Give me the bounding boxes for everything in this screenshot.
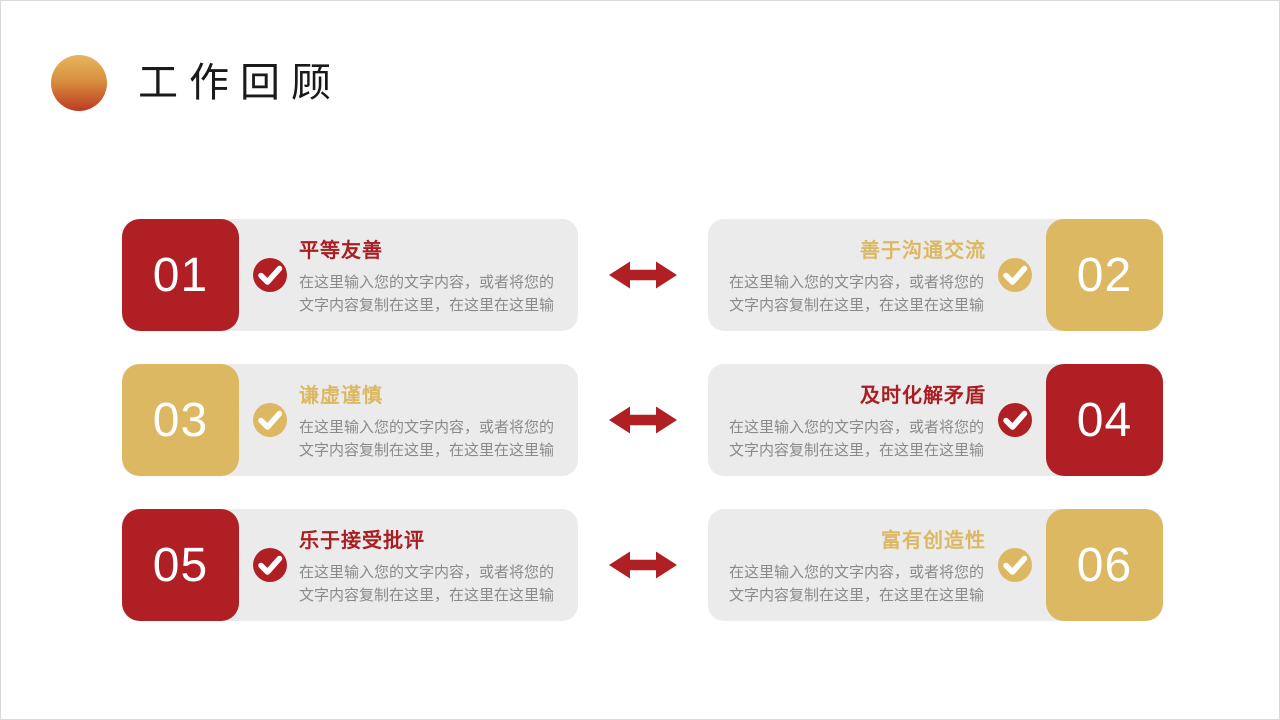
slide-header: 工作回顾 bbox=[51, 55, 342, 111]
double-arrow-icon bbox=[609, 406, 677, 434]
card-title: 平等友善 bbox=[299, 239, 383, 262]
card-content: 谦虚谨慎 在这里输入您的文字内容，或者将您的文字内容复制在这里，在这里在这里输 bbox=[299, 379, 578, 462]
card-number-badge: 01 bbox=[122, 219, 239, 331]
card-body: 在这里输入您的文字内容，或者将您的文字内容复制在这里，在这里在这里输 bbox=[299, 418, 555, 459]
card-content: 富有创造性 在这里输入您的文字内容，或者将您的文字内容复制在这里，在这里在这里输 bbox=[708, 524, 986, 607]
card-body: 在这里输入您的文字内容，或者将您的文字内容复制在这里，在这里在这里输 bbox=[729, 563, 985, 604]
page-title: 工作回顾 bbox=[138, 61, 342, 105]
check-circle-icon bbox=[253, 403, 287, 437]
card-number-badge: 05 bbox=[122, 509, 239, 621]
card-grid: 01 平等友善 在这里输入您的文字内容，或者将您的文字内容复制在这里，在这里在这… bbox=[122, 219, 1163, 621]
review-card-05: 05 乐于接受批评 在这里输入您的文字内容，或者将您的文字内容复制在这里，在这里… bbox=[122, 509, 578, 621]
review-card-06: 06 富有创造性 在这里输入您的文字内容，或者将您的文字内容复制在这里，在这里在… bbox=[708, 509, 1163, 621]
card-row-1: 01 平等友善 在这里输入您的文字内容，或者将您的文字内容复制在这里，在这里在这… bbox=[122, 219, 1163, 331]
connector bbox=[578, 219, 708, 331]
card-content: 及时化解矛盾 在这里输入您的文字内容，或者将您的文字内容复制在这里，在这里在这里… bbox=[708, 379, 986, 462]
card-title: 富有创造性 bbox=[881, 529, 986, 552]
card-number-badge: 06 bbox=[1046, 509, 1163, 621]
card-body: 在这里输入您的文字内容，或者将您的文字内容复制在这里，在这里在这里输 bbox=[729, 418, 985, 459]
card-row-3: 05 乐于接受批评 在这里输入您的文字内容，或者将您的文字内容复制在这里，在这里… bbox=[122, 509, 1163, 621]
double-arrow-icon bbox=[609, 551, 677, 579]
review-card-03: 03 谦虚谨慎 在这里输入您的文字内容，或者将您的文字内容复制在这里，在这里在这… bbox=[122, 364, 578, 476]
card-title: 谦虚谨慎 bbox=[299, 384, 383, 407]
card-body: 在这里输入您的文字内容，或者将您的文字内容复制在这里，在这里在这里输 bbox=[299, 563, 555, 604]
review-card-04: 04 及时化解矛盾 在这里输入您的文字内容，或者将您的文字内容复制在这里，在这里… bbox=[708, 364, 1163, 476]
card-body: 在这里输入您的文字内容，或者将您的文字内容复制在这里，在这里在这里输 bbox=[729, 273, 985, 314]
check-circle-icon bbox=[253, 548, 287, 582]
double-arrow-icon bbox=[609, 261, 677, 289]
card-number-badge: 03 bbox=[122, 364, 239, 476]
check-circle-icon bbox=[998, 548, 1032, 582]
card-content: 平等友善 在这里输入您的文字内容，或者将您的文字内容复制在这里，在这里在这里输 bbox=[299, 234, 578, 317]
connector bbox=[578, 364, 708, 476]
review-card-02: 02 善于沟通交流 在这里输入您的文字内容，或者将您的文字内容复制在这里，在这里… bbox=[708, 219, 1163, 331]
check-circle-icon bbox=[253, 258, 287, 292]
card-body: 在这里输入您的文字内容，或者将您的文字内容复制在这里，在这里在这里输 bbox=[299, 273, 555, 314]
connector bbox=[578, 509, 708, 621]
card-number-badge: 02 bbox=[1046, 219, 1163, 331]
card-title: 乐于接受批评 bbox=[299, 529, 425, 552]
check-circle-icon bbox=[998, 403, 1032, 437]
card-number-badge: 04 bbox=[1046, 364, 1163, 476]
card-content: 善于沟通交流 在这里输入您的文字内容，或者将您的文字内容复制在这里，在这里在这里… bbox=[708, 234, 986, 317]
card-title: 善于沟通交流 bbox=[860, 239, 986, 262]
gradient-circle-icon bbox=[51, 55, 107, 111]
card-title: 及时化解矛盾 bbox=[860, 384, 986, 407]
card-row-2: 03 谦虚谨慎 在这里输入您的文字内容，或者将您的文字内容复制在这里，在这里在这… bbox=[122, 364, 1163, 476]
review-card-01: 01 平等友善 在这里输入您的文字内容，或者将您的文字内容复制在这里，在这里在这… bbox=[122, 219, 578, 331]
card-content: 乐于接受批评 在这里输入您的文字内容，或者将您的文字内容复制在这里，在这里在这里… bbox=[299, 524, 578, 607]
check-circle-icon bbox=[998, 258, 1032, 292]
